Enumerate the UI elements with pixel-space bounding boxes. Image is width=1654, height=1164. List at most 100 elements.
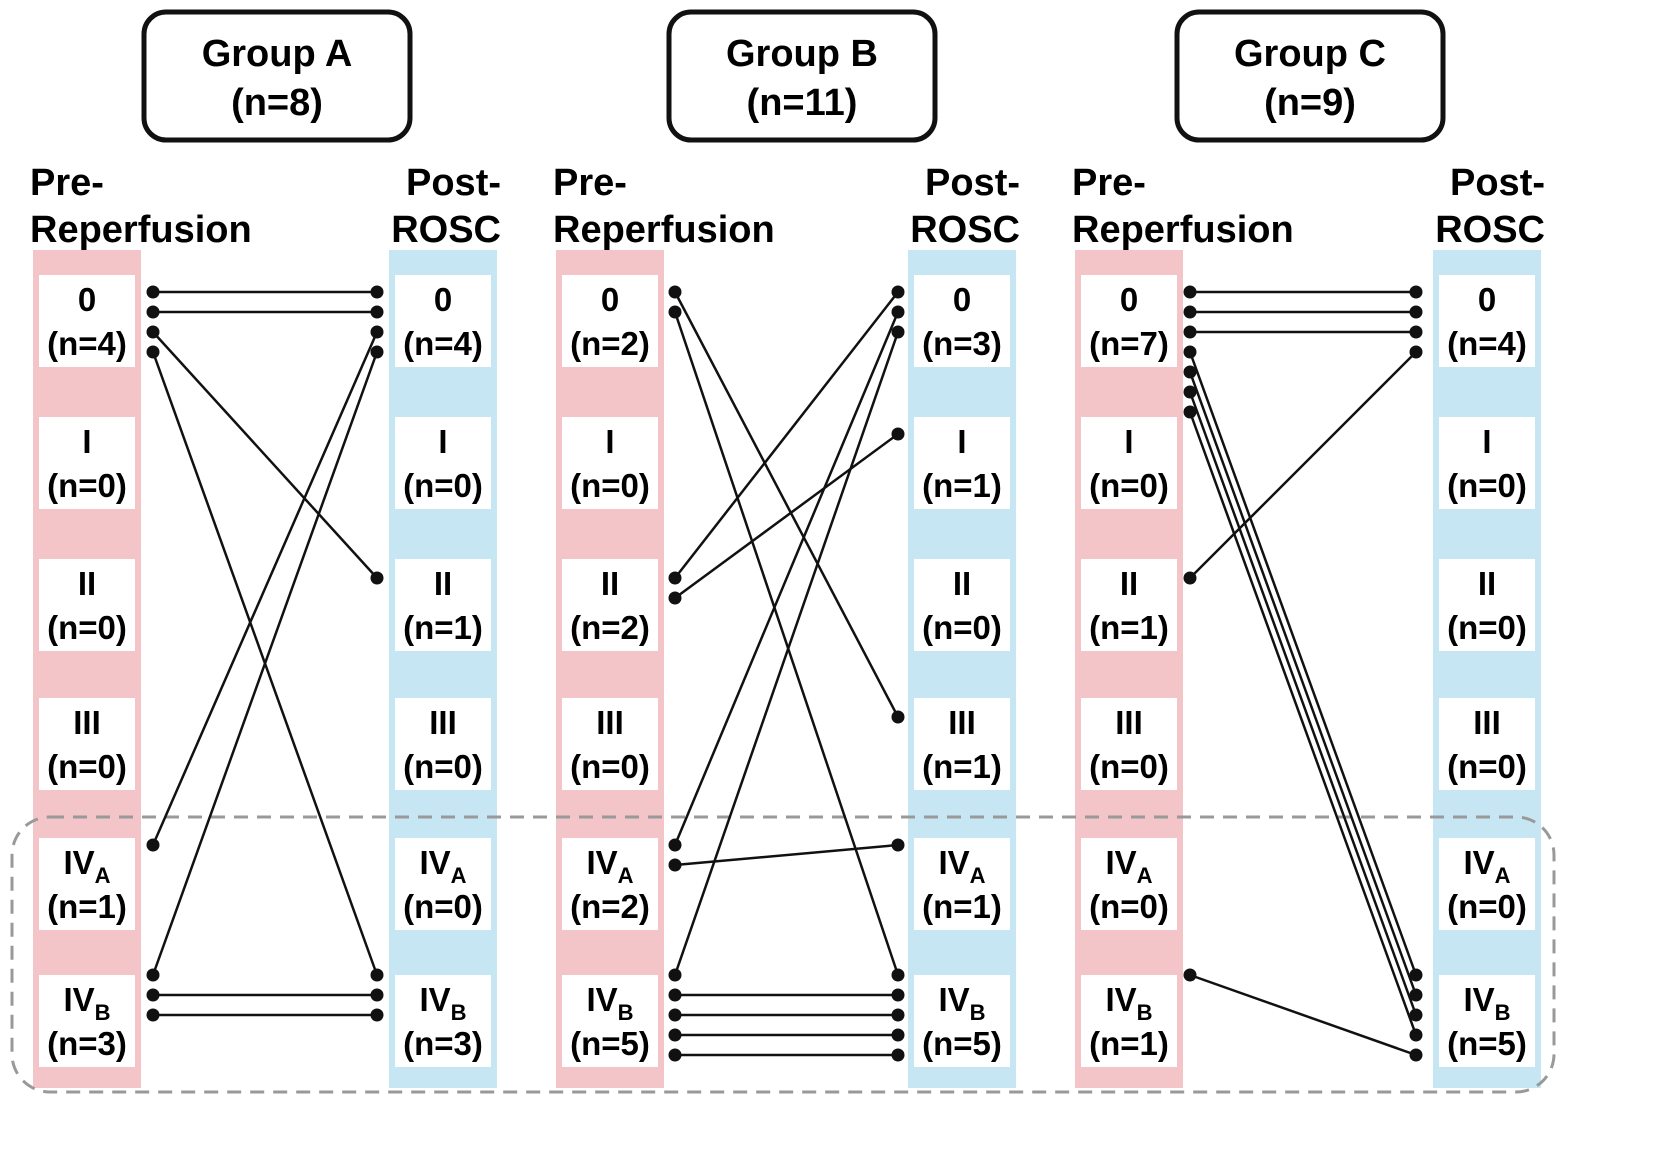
pre-stage-cell: III(n=0) (562, 698, 658, 790)
pre-stage-cell: IVB(n=5) (562, 975, 658, 1067)
post-dot (1409, 345, 1423, 359)
stage-label: III (1115, 704, 1143, 741)
stage-count: (n=0) (403, 888, 483, 925)
stage-cell-background (395, 838, 491, 930)
stage-sub-label: B (95, 1000, 111, 1025)
pre-dot (1183, 365, 1197, 379)
stage-cell-background (1439, 559, 1535, 651)
post-dot (1409, 325, 1423, 339)
stage-count: (n=0) (47, 748, 127, 785)
stage-count: (n=5) (1447, 1025, 1527, 1062)
post-stage-cell: II(n=0) (1439, 559, 1535, 651)
post-dot (370, 345, 384, 359)
stage-cell-background (1439, 698, 1535, 790)
pre-reperfusion-column (33, 250, 141, 1088)
pre-dot (146, 345, 160, 359)
stage-label: I (1482, 423, 1491, 460)
pre-stage-cell: IVA(n=1) (39, 838, 135, 930)
pre-dot (146, 968, 160, 982)
transition-line (1189, 351, 1417, 579)
post-dot (891, 305, 905, 319)
stage-label: 0 (953, 281, 971, 318)
pre-header-line: Pre- (1072, 162, 1146, 204)
stage-count: (n=0) (403, 467, 483, 504)
pre-stage-cell: I(n=0) (1081, 417, 1177, 509)
group-title: Group C (1234, 33, 1386, 75)
stage-label: I (1124, 423, 1133, 460)
post-dot (370, 305, 384, 319)
stage-count: (n=0) (1447, 609, 1527, 646)
stage-cell-background (914, 417, 1010, 509)
group-n: (n=8) (231, 82, 323, 124)
post-stage-cell: III(n=1) (914, 698, 1010, 790)
stage-label: 0 (78, 281, 96, 318)
post-stage-cell: 0(n=3) (914, 275, 1010, 367)
pre-dot (146, 285, 160, 299)
stage-cell-background (1081, 838, 1177, 930)
stage-cell-background (914, 838, 1010, 930)
post-dot (370, 325, 384, 339)
group-title-frame (1174, 9, 1446, 143)
stage-count: (n=4) (1447, 325, 1527, 362)
group-title-box: Group A (n=8) (141, 9, 413, 143)
post-dot (370, 285, 384, 299)
post-dot (891, 427, 905, 441)
stage-count: (n=4) (403, 325, 483, 362)
post-dot (370, 571, 384, 585)
stage-count: (n=1) (403, 609, 483, 646)
transition-line (674, 843, 899, 867)
post-stage-cell: 0 (n=4) (395, 275, 491, 367)
post-dot (891, 1008, 905, 1022)
post-dot (370, 988, 384, 1002)
transition-line (674, 291, 899, 579)
stage-count: (n=5) (922, 1025, 1002, 1062)
stage-count: (n=0) (1089, 888, 1169, 925)
post-stage-cell: III (n=0) (395, 698, 491, 790)
group-transitions (668, 285, 905, 1062)
pre-stage-cell: III (n=0) (39, 698, 135, 790)
pre-stage-cell: IVB(n=3) (39, 975, 135, 1067)
headers-layer: Group A(n=8)Pre-ReperfusionPost-ROSCGrou… (30, 9, 1545, 251)
stage-cell-background (562, 975, 658, 1067)
stage-cell-background (914, 975, 1010, 1067)
stage-cell-background (562, 838, 658, 930)
post-dot (1409, 988, 1423, 1002)
columns-layer: 0(n=4)0(n=4)I(n=0)I(n=0)II(n=0)II(n=1)II… (33, 250, 1541, 1088)
post-stage-cell: I(n=0) (1439, 417, 1535, 509)
stage-cell-background (1081, 698, 1177, 790)
stage-label: III (429, 704, 457, 741)
stage-label: 0 (434, 281, 452, 318)
post-stage-cell: IVB(n=5) (914, 975, 1010, 1067)
post-dot (891, 988, 905, 1002)
stage-label: I (438, 423, 447, 460)
stage-cell-background (395, 698, 491, 790)
stage-count: (n=0) (403, 748, 483, 785)
stage-label: III (73, 704, 101, 741)
group-title: Group A (202, 33, 353, 75)
stage-label: I (82, 423, 91, 460)
stage-cell-background (39, 275, 135, 367)
transition-line (1188, 391, 1418, 1016)
pre-dot (668, 1028, 682, 1042)
pre-stage-cell: II(n=1) (1081, 559, 1177, 651)
post-stage-cell: III(n=0) (1439, 698, 1535, 790)
transition-lines-layer (146, 285, 1423, 1062)
stage-iv-highlight-box (10, 815, 1556, 1094)
stage-count: (n=1) (922, 467, 1002, 504)
post-dot (1409, 285, 1423, 299)
stage-count: (n=3) (403, 1025, 483, 1062)
transition-line (152, 331, 378, 579)
stage-count: (n=2) (570, 888, 650, 925)
post-stage-cell: IVB(n=3) (395, 975, 491, 1067)
transition-line (673, 311, 900, 846)
group-n: (n=11) (747, 82, 858, 124)
post-dot (891, 968, 905, 982)
post-dot (1409, 305, 1423, 319)
stage-label: II (953, 565, 971, 602)
post-header-line: Post- (406, 162, 501, 204)
post-header-line: ROSC (391, 209, 501, 251)
pre-dot (668, 1048, 682, 1062)
stage-sub-label: B (970, 1000, 986, 1025)
transition-line (151, 331, 379, 846)
stage-count: (n=0) (1447, 888, 1527, 925)
